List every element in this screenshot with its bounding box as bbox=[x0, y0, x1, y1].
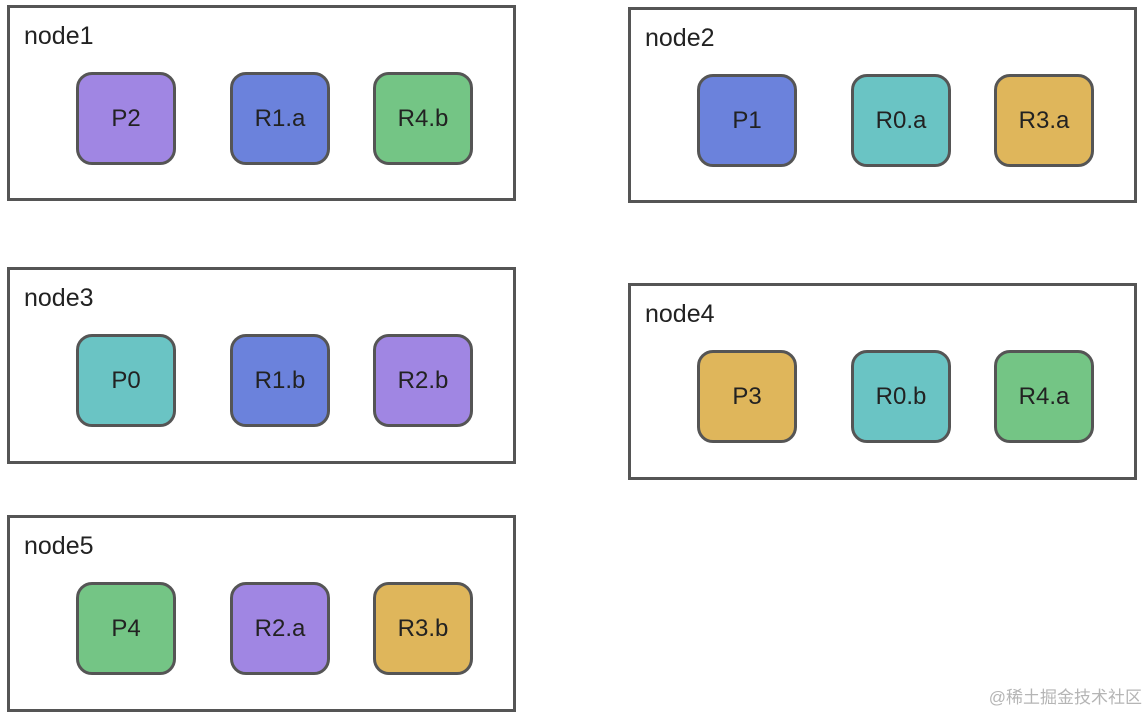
node-label: node2 bbox=[645, 24, 715, 52]
shard-box: R1.b bbox=[230, 334, 330, 427]
shard-box: R4.b bbox=[373, 72, 473, 165]
shard-box: P2 bbox=[76, 72, 176, 165]
node4-box: node4 P3 R0.b R4.a bbox=[628, 283, 1137, 480]
shard-box: R0.b bbox=[851, 350, 951, 443]
node3-box: node3 P0 R1.b R2.b bbox=[7, 267, 516, 464]
node-label: node3 bbox=[24, 284, 94, 312]
node5-box: node5 P4 R2.a R3.b bbox=[7, 515, 516, 712]
shard-box: R2.a bbox=[230, 582, 330, 675]
shard-box: R4.a bbox=[994, 350, 1094, 443]
shard-box: R3.b bbox=[373, 582, 473, 675]
node-label: node5 bbox=[24, 532, 94, 560]
shard-box: P0 bbox=[76, 334, 176, 427]
node-label: node1 bbox=[24, 22, 94, 50]
node-label: node4 bbox=[645, 300, 715, 328]
shard-box: R0.a bbox=[851, 74, 951, 167]
watermark-text: @稀土掘金技术社区 bbox=[988, 688, 1142, 707]
shard-box: P1 bbox=[697, 74, 797, 167]
node1-box: node1 P2 R1.a R4.b bbox=[7, 5, 516, 201]
node2-box: node2 P1 R0.a R3.a bbox=[628, 7, 1137, 203]
shard-box: P4 bbox=[76, 582, 176, 675]
shard-box: R2.b bbox=[373, 334, 473, 427]
shard-box: P3 bbox=[697, 350, 797, 443]
shard-box: R3.a bbox=[994, 74, 1094, 167]
shard-box: R1.a bbox=[230, 72, 330, 165]
